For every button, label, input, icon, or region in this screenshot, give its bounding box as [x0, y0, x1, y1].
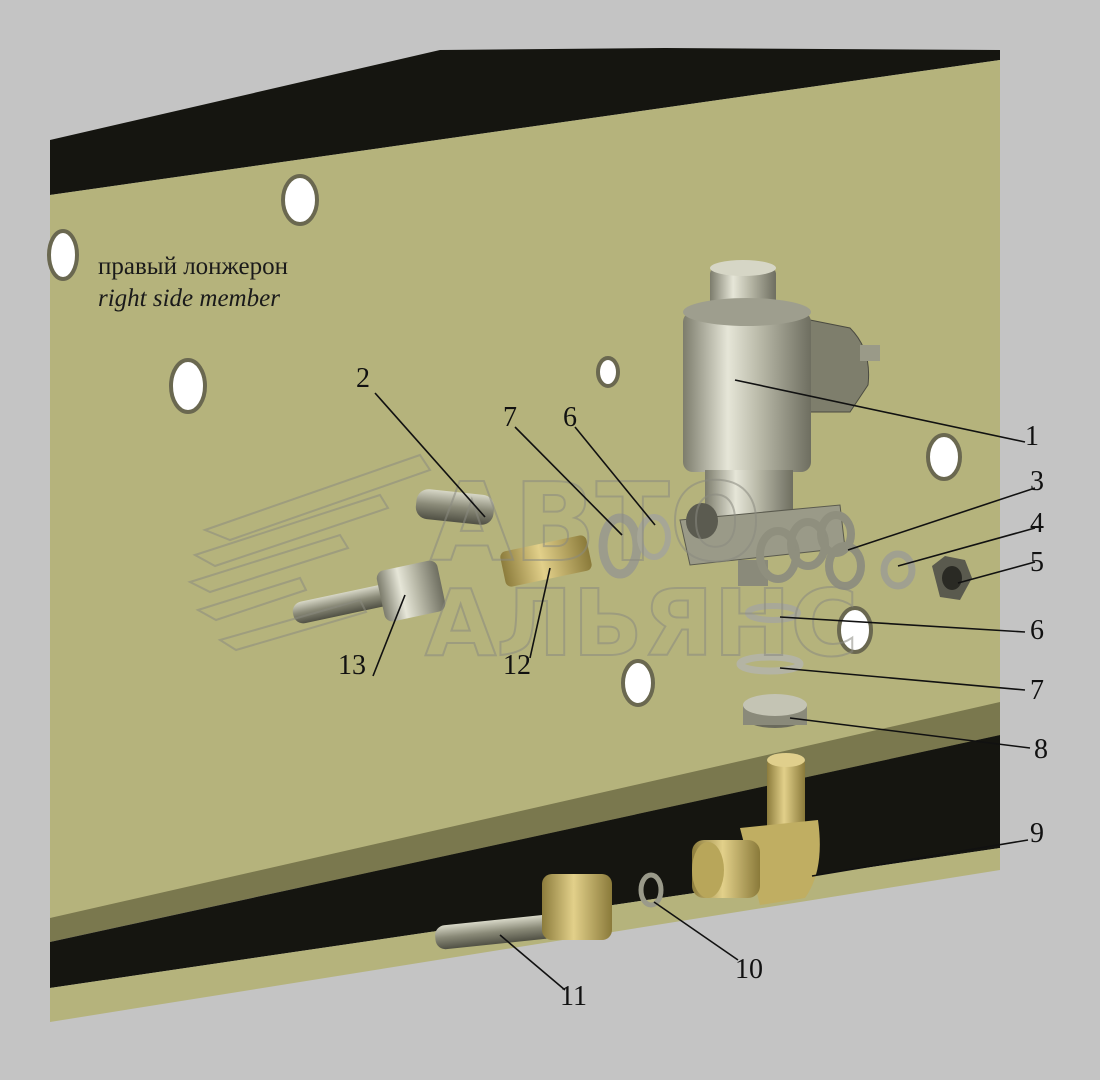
- callout-3: 3: [1030, 466, 1044, 497]
- leader-9: [811, 839, 1029, 877]
- member-label-ru: правый лонжерон: [98, 253, 288, 280]
- leader-8: [789, 717, 1031, 749]
- valve-port-left: [686, 503, 718, 539]
- part-1-valve: [679, 260, 880, 586]
- callout-10: 10: [735, 954, 763, 985]
- callout-8: 8: [1034, 734, 1048, 765]
- part-11-hose-connector: [435, 874, 612, 950]
- leader-1: [734, 379, 1026, 443]
- hole: [621, 659, 655, 707]
- hole: [837, 606, 873, 654]
- leader-lines: [372, 379, 1036, 991]
- callout-12: 12: [503, 650, 531, 681]
- watermark-logo: АВТО АЛЬЯНС: [187, 453, 859, 678]
- hole: [169, 358, 207, 414]
- leader-7a: [514, 426, 623, 536]
- leader-12: [529, 567, 551, 659]
- bottom-flange: [50, 735, 1000, 988]
- callout-6-lower: 6: [1030, 615, 1044, 646]
- part-10-o-ring: [638, 872, 664, 908]
- callout-4: 4: [1030, 508, 1044, 539]
- leader-5: [957, 561, 1036, 584]
- callout-13: 13: [338, 650, 366, 681]
- valve-cap-top: [710, 260, 776, 276]
- part-8-nut: [743, 694, 807, 728]
- callout-numbers: 1 2 3 4 5 6 7 6 7 8 9 10 11 12 13: [338, 363, 1048, 1012]
- callout-7-lower: 7: [1030, 675, 1044, 706]
- member-label-en: right side member: [98, 285, 280, 312]
- part-6-ring-upper: [637, 514, 671, 560]
- callout-11: 11: [560, 981, 587, 1012]
- part-4-ring: [880, 550, 916, 590]
- leader-6a: [574, 426, 656, 526]
- watermark-line1: АВТО: [430, 461, 761, 586]
- hole: [47, 229, 79, 281]
- hole: [926, 433, 962, 481]
- bottom-flange-lip: [50, 702, 1000, 942]
- leader-6b: [779, 616, 1026, 633]
- hole: [281, 174, 319, 226]
- callout-9: 9: [1030, 818, 1044, 849]
- callout-7-upper: 7: [503, 402, 517, 433]
- top-flange: [50, 48, 1000, 195]
- washer: [825, 542, 865, 590]
- leader-4: [897, 527, 1036, 567]
- part-6-ring-lower: [745, 603, 801, 623]
- part-2-bolt: [415, 489, 495, 525]
- part-12-fitting: [500, 535, 592, 587]
- part-9-elbow: [692, 753, 820, 905]
- valve-side-nipple: [860, 345, 880, 361]
- callout-6-upper: 6: [563, 402, 577, 433]
- leader-13: [372, 594, 406, 677]
- hole: [596, 356, 620, 388]
- part-7-washer-upper: [598, 513, 642, 579]
- part-7-washer-lower: [736, 653, 804, 675]
- callout-2: 2: [356, 363, 370, 394]
- callout-1: 1: [1025, 421, 1039, 452]
- part-3-washers: [756, 511, 865, 590]
- part-5-nut: [932, 556, 972, 600]
- valve-cylinder-top: [683, 298, 811, 326]
- watermark-line2: АЛЬЯНС: [425, 570, 858, 677]
- leader-3: [847, 487, 1036, 551]
- leader-7b: [779, 667, 1026, 691]
- leader-10: [653, 901, 739, 961]
- mounting-holes: [47, 174, 962, 707]
- callout-5: 5: [1030, 547, 1044, 578]
- leader-2: [374, 392, 486, 518]
- valve-cylinder: [683, 312, 811, 472]
- leader-11: [499, 934, 566, 991]
